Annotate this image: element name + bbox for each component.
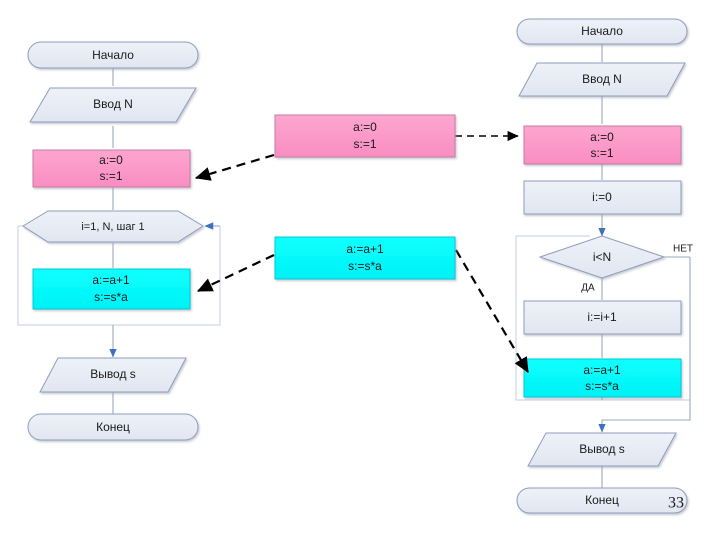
left-flowchart: Начало Ввод N a:=0 s:=1 i=1, N, шаг 1 a:… xyxy=(17,41,221,441)
right-loop-return-frame xyxy=(515,236,690,401)
left-node-input[interactable]: Ввод N xyxy=(29,87,197,123)
callout-init[interactable]: a:=0 s:=1 xyxy=(274,114,456,158)
right-flowchart: Начало Ввод N a:=0 s:=1 i:=0 i<N ДА НЕТ … xyxy=(515,18,693,514)
right-node-input[interactable]: Ввод N xyxy=(518,62,686,97)
right-line-no-exit xyxy=(598,257,691,433)
left-node-start[interactable]: Начало xyxy=(27,41,199,69)
left-node-body[interactable]: a:=a+1 s:=s*a xyxy=(32,268,191,310)
left-node-end[interactable]: Конец xyxy=(27,413,199,441)
right-node-start[interactable]: Начало xyxy=(516,18,688,45)
right-node-izero[interactable]: i:=0 xyxy=(523,180,682,215)
right-node-init[interactable]: a:=0 s:=1 xyxy=(523,125,682,165)
callout-body[interactable]: a:=a+1 s:=s*a xyxy=(274,236,456,280)
page-number: 33 xyxy=(668,495,684,512)
left-loop-frame xyxy=(17,226,221,326)
right-node-condition[interactable]: i<N xyxy=(538,235,666,279)
right-node-increment[interactable]: i:=i+1 xyxy=(523,300,682,335)
left-node-init[interactable]: a:=0 s:=1 xyxy=(32,149,191,188)
callout-init-arrow-left xyxy=(194,153,275,181)
right-branch-label-no: НЕТ xyxy=(673,244,693,255)
callout-body-arrow-right xyxy=(455,249,529,373)
right-node-end[interactable]: Конец xyxy=(516,487,688,514)
right-branch-label-yes: ДА xyxy=(581,283,595,294)
right-node-output[interactable]: Вывод s xyxy=(527,432,677,467)
left-node-output[interactable]: Вывод s xyxy=(39,357,187,393)
right-node-body[interactable]: a:=a+1 s:=s*a xyxy=(523,358,682,398)
left-node-loop-header[interactable]: i=1, N, шаг 1 xyxy=(22,210,204,243)
callout-connectors xyxy=(194,130,529,373)
callout-body-arrow-left xyxy=(197,254,275,292)
